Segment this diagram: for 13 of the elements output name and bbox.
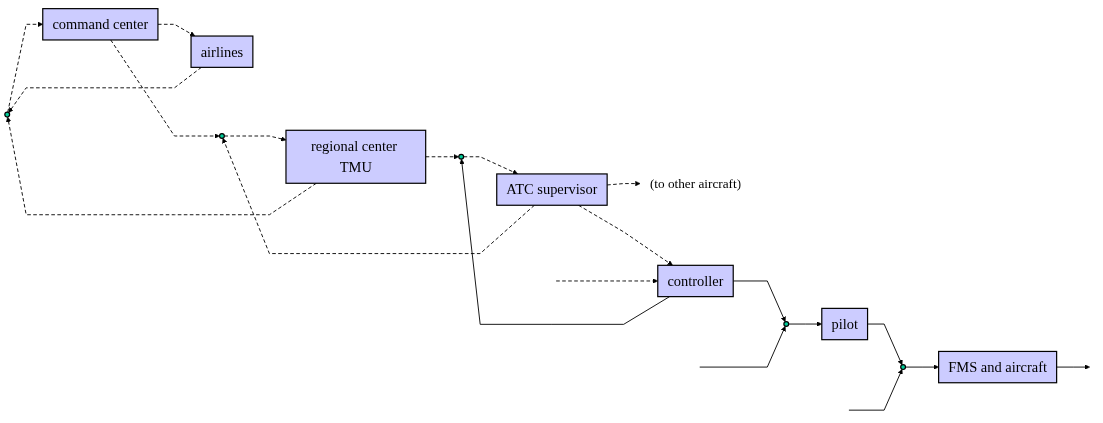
node-box: command center <box>42 8 159 41</box>
node-box: airlines <box>190 35 254 68</box>
node-box: ATC supervisor <box>496 173 608 206</box>
node-text: (to other aircraft) <box>649 176 742 192</box>
node-box: FMS and aircraft <box>938 350 1058 384</box>
node-circle <box>458 153 465 160</box>
node-circle <box>218 133 225 139</box>
node-box: controller <box>657 264 734 298</box>
node-box: pilot <box>821 307 869 341</box>
node-circle <box>783 321 790 328</box>
node-circle <box>4 111 11 118</box>
node-circle <box>900 364 907 371</box>
node-box: regional center TMU <box>285 129 427 184</box>
